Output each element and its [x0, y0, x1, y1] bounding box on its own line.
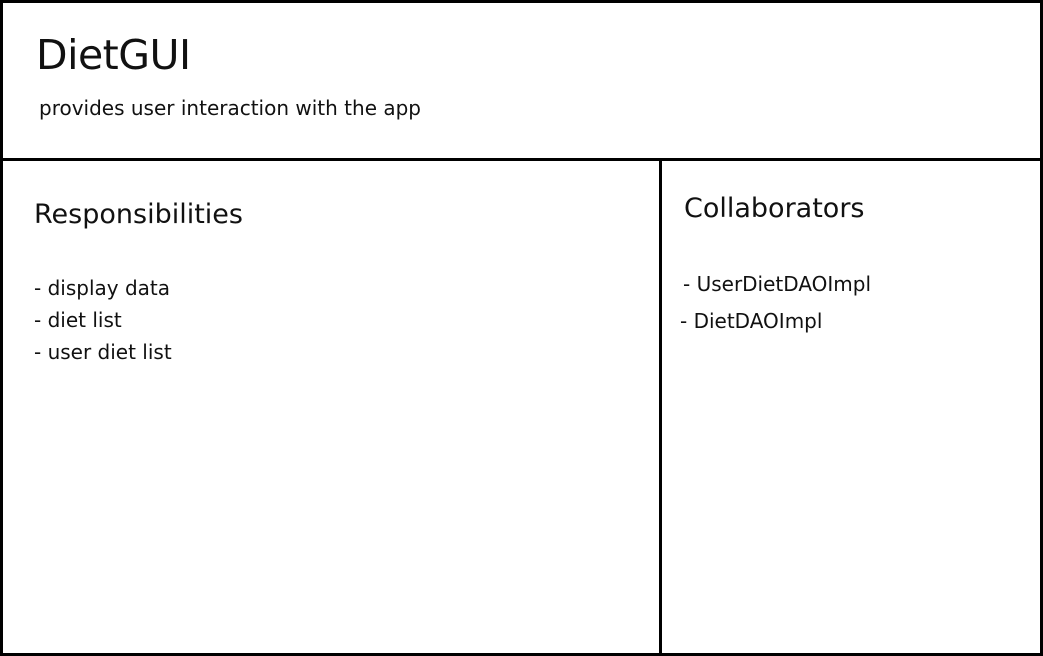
collaborators-title: Collaborators — [684, 193, 865, 224]
collaborator-item: - DietDAOImpl — [680, 309, 823, 333]
responsibility-item: - display data — [34, 276, 170, 300]
class-name: DietGUI — [36, 31, 191, 79]
collaborator-item: - UserDietDAOImpl — [683, 272, 872, 296]
responsibilities-title: Responsibilities — [34, 199, 243, 230]
card-header: DietGUI provides user interaction with t… — [3, 3, 1040, 161]
column-divider — [659, 158, 662, 656]
class-description: provides user interaction with the app — [39, 96, 422, 120]
responsibility-item: - diet list — [34, 308, 122, 332]
responsibility-item: - user diet list — [34, 340, 172, 364]
